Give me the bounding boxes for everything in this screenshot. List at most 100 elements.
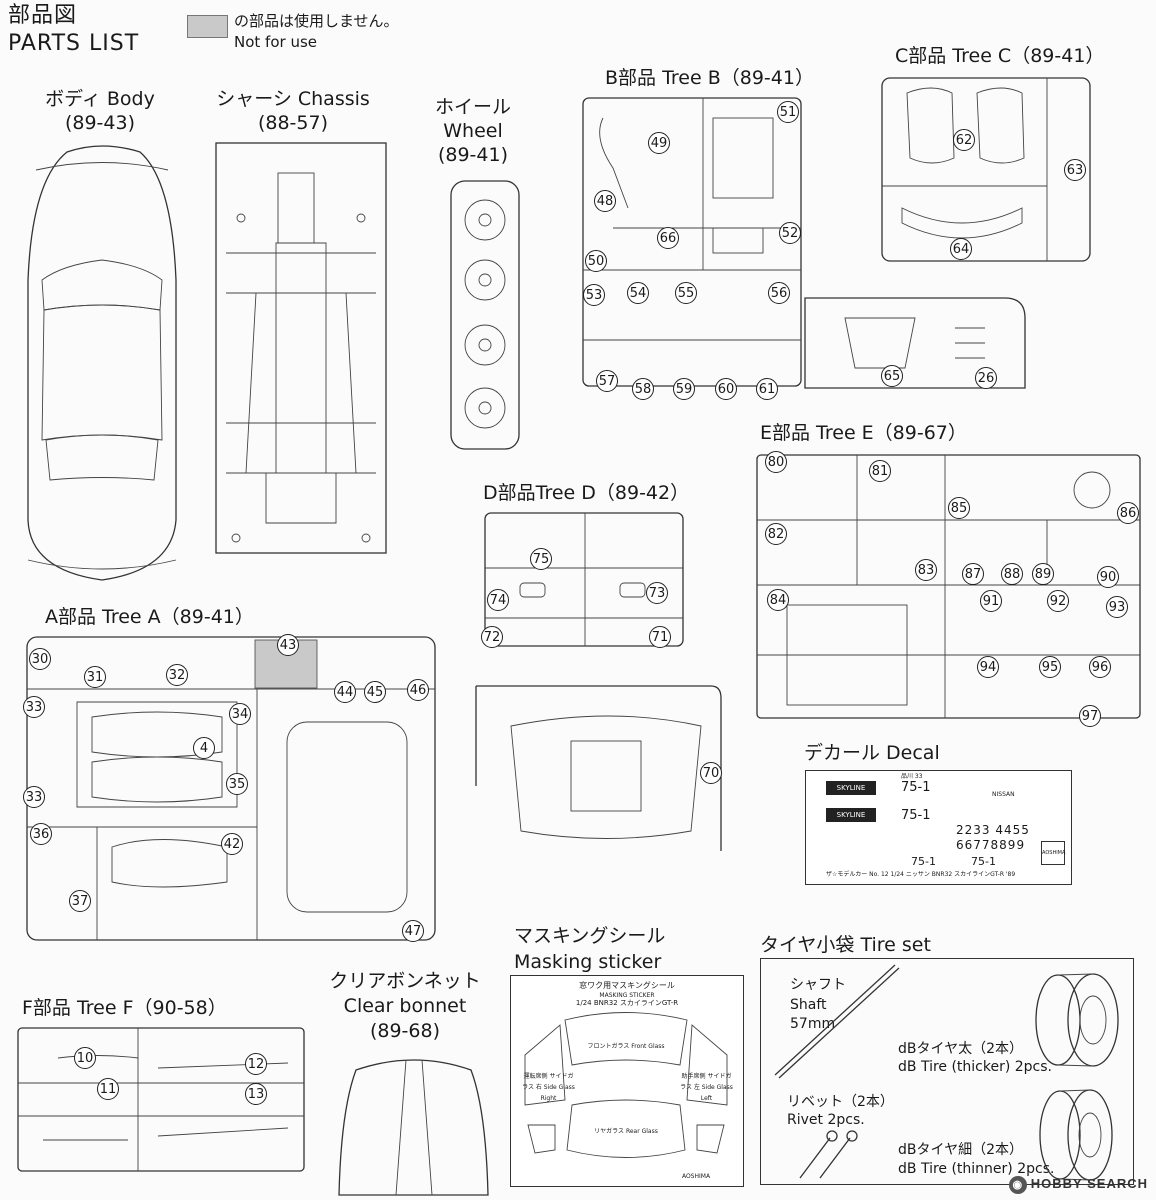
- legend: の部品は使用しません。 Not for use: [234, 11, 399, 53]
- tire-thick-drawing: [1035, 973, 1119, 1067]
- part-31: 31: [84, 666, 106, 688]
- part-48: 48: [594, 190, 616, 212]
- part-42: 42: [221, 833, 243, 855]
- part-85: 85: [948, 497, 970, 519]
- legend-jp: の部品は使用しません。: [234, 12, 399, 30]
- part-91: 91: [980, 590, 1002, 612]
- part-37: 37: [69, 890, 91, 912]
- chassis-code: (88-57): [257, 112, 329, 134]
- tire-thick-en: dB Tire (thicker) 2pcs.: [898, 1059, 1052, 1075]
- chassis-drawing: [215, 142, 387, 554]
- part-74: 74: [487, 589, 509, 611]
- tree-c-sprue: [881, 77, 1091, 262]
- part-95: 95: [1039, 656, 1061, 678]
- decal-skyline-2: SKYLINE: [826, 808, 876, 822]
- watermark-text: HOBBY SEARCH: [1030, 1176, 1148, 1191]
- tire-thin-jp: dBタイヤ細（2本）: [898, 1142, 1023, 1158]
- clear-bonnet-title: クリアボンネット Clear bonnet (89-68): [305, 969, 505, 1044]
- body-label: ボディ Body: [45, 88, 155, 110]
- part-50: 50: [585, 250, 607, 272]
- part-81: 81: [869, 460, 891, 482]
- decal-logo: AOSHIMA: [1041, 841, 1065, 865]
- body-code: (89-43): [64, 112, 136, 134]
- part-59: 59: [673, 378, 695, 400]
- masking-logo: AOSHIMA: [681, 1173, 711, 1180]
- decal-plate-area: 品川 33: [901, 773, 923, 780]
- part-52: 52: [779, 222, 801, 244]
- part-92: 92: [1047, 590, 1069, 612]
- part-87: 87: [962, 563, 984, 585]
- part-45: 45: [364, 681, 386, 703]
- part-62: 62: [953, 129, 975, 151]
- decal-digits-2: 66778899: [956, 838, 1026, 852]
- part-57: 57: [596, 370, 618, 392]
- part-36: 36: [30, 823, 52, 845]
- part-56: 56: [768, 282, 790, 304]
- clear-bonnet-label-jp: クリアボンネット: [329, 970, 481, 992]
- part-83: 83: [915, 559, 937, 581]
- part-11: 11: [97, 1078, 119, 1100]
- tree-d-title: D部品Tree D（89-42）: [483, 482, 690, 504]
- decal-plate-1: 75-1: [901, 780, 931, 795]
- part-66: 66: [657, 227, 679, 249]
- tree-f-title: F部品 Tree F（90-58）: [22, 997, 227, 1019]
- part-61: 61: [756, 378, 778, 400]
- tree-a-title: A部品 Tree A（89-41）: [45, 606, 254, 628]
- part-44: 44: [334, 681, 356, 703]
- tire-set-title: タイヤ小袋 Tire set: [760, 934, 931, 956]
- tree-b-sprue: [582, 97, 802, 387]
- part-54: 54: [627, 282, 649, 304]
- rivet-drawing: [799, 1130, 858, 1179]
- part-46: 46: [407, 679, 429, 701]
- part-12: 12: [245, 1053, 267, 1075]
- masking-sheet-title: 窓ワク用マスキングシール: [579, 981, 675, 990]
- decal-footer: ザ☆モデルカー No. 12 1/24 ニッサン BNR32 スカイラインGT-…: [826, 871, 1016, 878]
- decal-title: デカール Decal: [804, 742, 940, 764]
- part-13: 13: [245, 1083, 267, 1105]
- part-70: 70: [700, 762, 722, 784]
- tree-c-title: C部品 Tree C（89-41）: [895, 45, 1105, 67]
- part-73: 73: [646, 582, 668, 604]
- title-jp: 部品図: [8, 3, 78, 28]
- wheel-label-en: Wheel: [443, 120, 503, 142]
- page-title: 部品図 PARTS LIST: [8, 2, 139, 58]
- part-72: 72: [481, 626, 503, 648]
- part-34: 34: [229, 703, 251, 725]
- decal-plate-4: 75-1: [971, 855, 996, 868]
- rivet-jp: リベット（2本）: [787, 1094, 894, 1110]
- decal-plate-2: 75-1: [901, 808, 931, 823]
- shaft-length: 57mm: [790, 1016, 836, 1032]
- wheel-code: (89-41): [437, 144, 509, 166]
- chassis-label: シャーシ Chassis: [216, 88, 370, 110]
- tree-a-sprue: [26, 636, 436, 941]
- tree-f-sprue: [17, 1027, 305, 1172]
- masking-sheet-title-en: MASKING STICKER: [599, 992, 655, 999]
- part-64: 64: [950, 238, 972, 260]
- masking-sheet: 窓ワク用マスキングシール MASKING STICKER 1/24 BNR32 …: [510, 975, 744, 1187]
- shaft-en: Shaft: [790, 997, 827, 1013]
- not-for-use-swatch: [187, 15, 228, 38]
- masking-shapes: [524, 1012, 728, 1158]
- part-97: 97: [1079, 705, 1101, 727]
- decal-skyline-1: SKYLINE: [826, 781, 876, 795]
- tire-thin-en: dB Tire (thinner) 2pcs.: [898, 1161, 1055, 1177]
- part-82: 82: [765, 523, 787, 545]
- tire-thin-drawing: [1039, 1089, 1113, 1181]
- part-43: 43: [277, 634, 299, 656]
- clear-bonnet-drawing: [338, 1059, 489, 1196]
- decal-plate-3: 75-1: [911, 855, 936, 868]
- part-26: 26: [975, 367, 997, 389]
- rivet-en: Rivet 2pcs.: [787, 1112, 865, 1128]
- part-84: 84: [767, 589, 789, 611]
- part-96: 96: [1089, 656, 1111, 678]
- body-title: ボディ Body (89-43): [20, 87, 180, 135]
- part-71: 71: [649, 626, 671, 648]
- part-30: 30: [29, 648, 51, 670]
- wheel-label-jp: ホイール: [434, 96, 511, 118]
- tree-d-sprue: [484, 512, 684, 647]
- part-90: 90: [1097, 566, 1119, 588]
- tree-e-sprue: [756, 454, 1141, 719]
- chassis-title: シャーシ Chassis (88-57): [198, 87, 388, 135]
- title-en: PARTS LIST: [8, 31, 140, 56]
- part-32: 32: [166, 664, 188, 686]
